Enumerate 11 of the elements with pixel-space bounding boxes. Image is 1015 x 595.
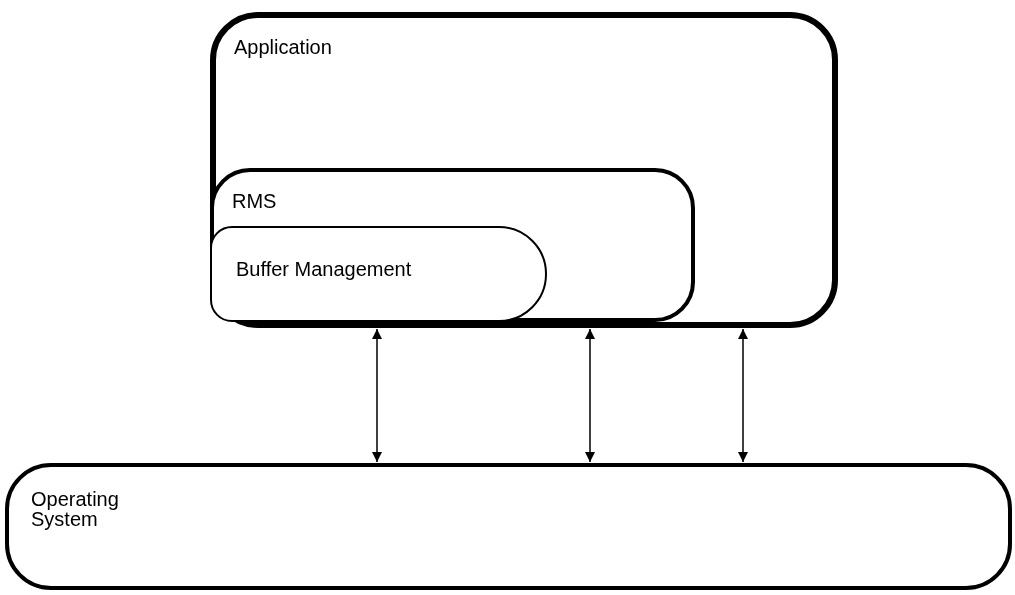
rounded-box [210,168,695,322]
double-arrow [372,328,382,463]
rounded-box [5,463,1012,590]
box-label: Operating System [31,489,120,529]
box-label: Application [234,35,332,60]
double-arrow [738,328,748,463]
rounded-box [210,226,547,322]
double-arrow [585,328,595,463]
rounded-box [210,12,838,328]
box-label: Buffer Management [236,257,412,282]
box-label: RMS [232,189,277,214]
